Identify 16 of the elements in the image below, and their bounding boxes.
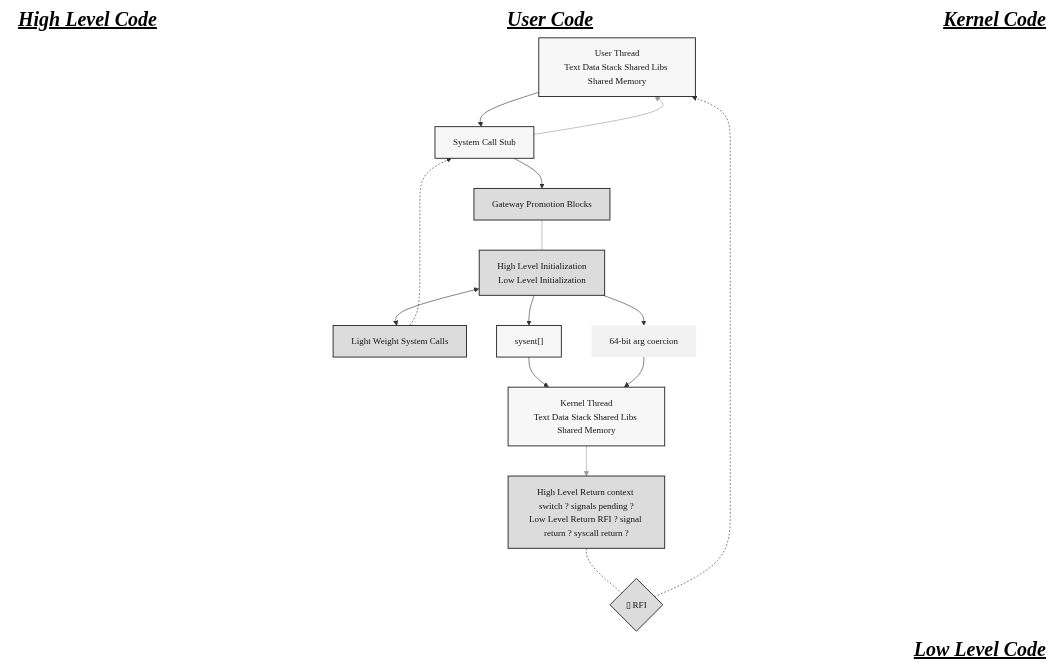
section-heading: Kernel Code — [943, 8, 1046, 31]
node-box: sysent[] — [496, 325, 563, 358]
node-box: Kernel Thread Text Data Stack Shared Libs Shared Memory — [507, 386, 666, 447]
section-heading: High Level Code — [18, 8, 157, 31]
node-box: Light Weight System Calls — [332, 325, 468, 358]
node-box: Gateway Promotion Blocks — [473, 187, 611, 221]
node-diamond: ▯ RFI — [609, 577, 664, 632]
node-box: High Level Return context switch ? signals pending ? Low Level Return RFI ? signal return ? syscall return ? — [507, 475, 666, 549]
section-heading: User Code — [507, 8, 594, 31]
connector — [586, 548, 623, 594]
node-box: User Thread Text Data Stack Shared Libs Shared Memory — [538, 37, 697, 97]
node-box: 64-bit arg coercion — [591, 325, 697, 358]
section-heading: Low Level Code — [913, 638, 1046, 661]
node-box: System Call Stub — [434, 126, 535, 159]
connector — [541, 219, 543, 251]
node-box: High Level Initialization Low Level Initialization — [479, 249, 606, 296]
